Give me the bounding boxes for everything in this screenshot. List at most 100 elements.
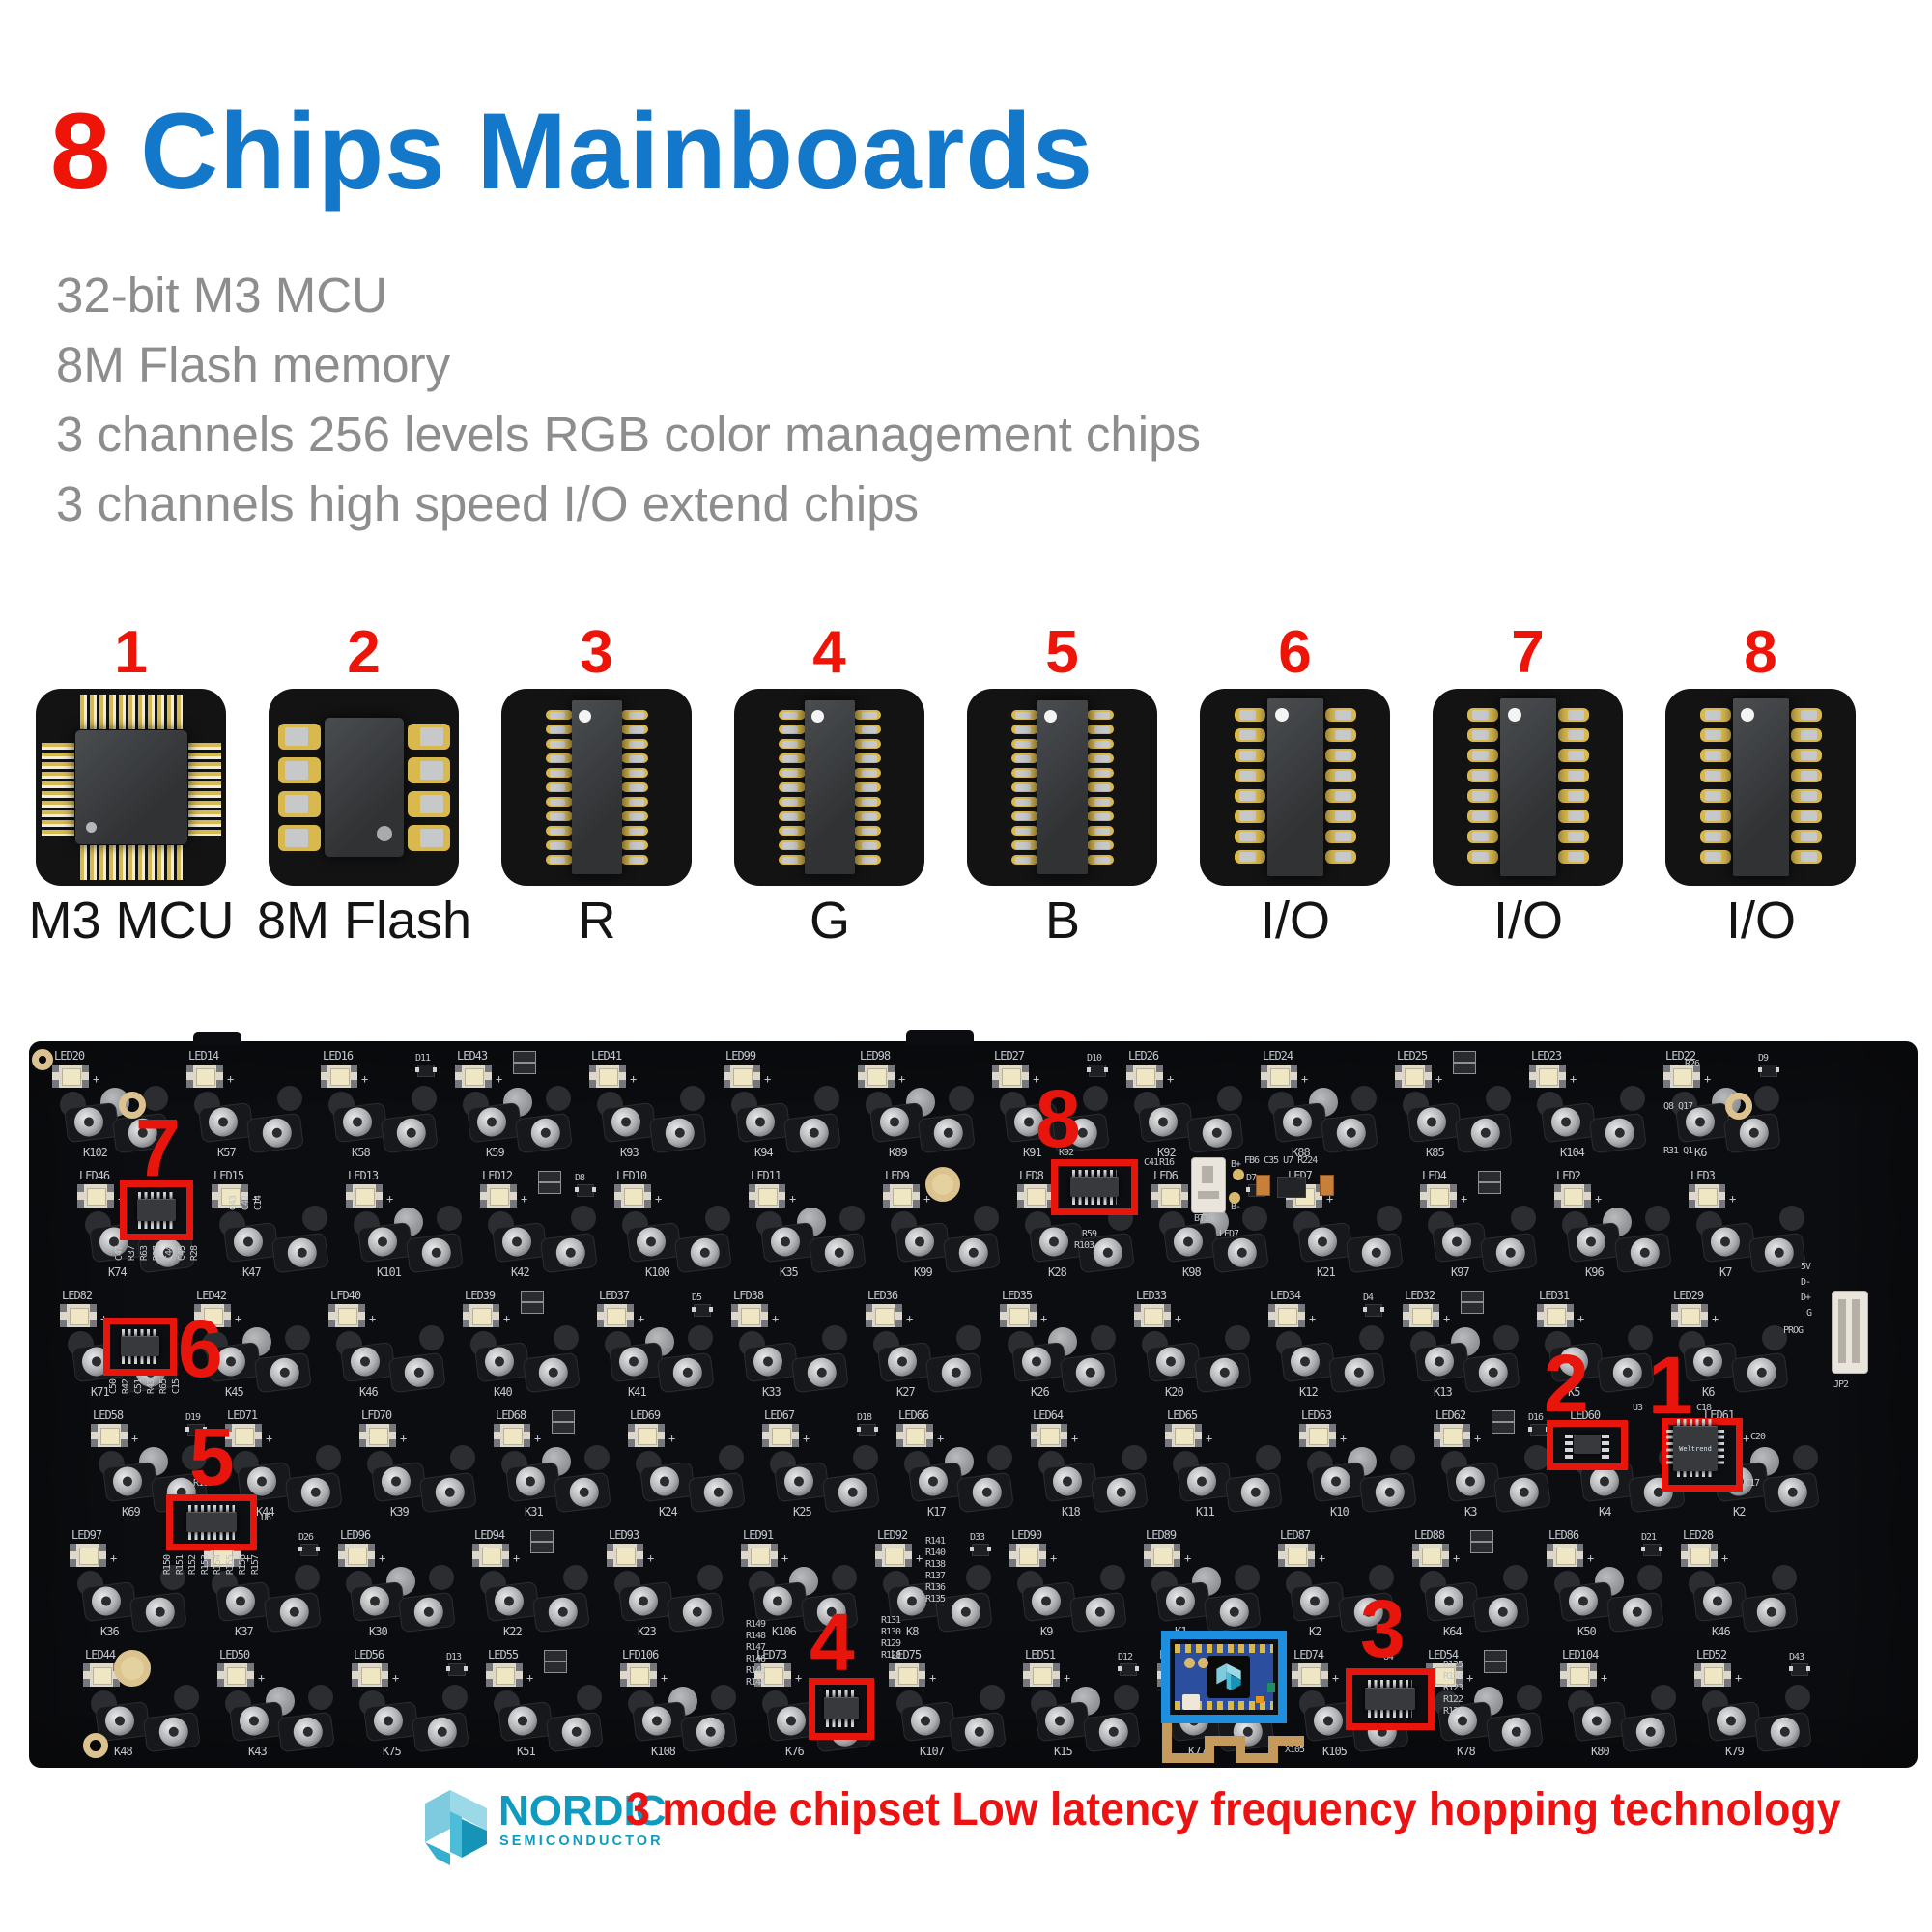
key-silkscreen-label: K28 (1048, 1265, 1067, 1279)
pcb-key-cell: LED89+K1 (1142, 1524, 1276, 1644)
chip-pin (1558, 850, 1589, 864)
led-footprint (225, 1424, 262, 1447)
chip-pin (1558, 708, 1589, 722)
chip-pin (854, 710, 881, 720)
led-silkscreen-label: LED22 (1665, 1049, 1696, 1063)
ref-silkscreen-label: R145 (746, 1665, 766, 1676)
ref-silkscreen-label: R146 (746, 1654, 766, 1664)
plus-mark: + (923, 1192, 930, 1206)
callout-number-5: 5 (189, 1411, 235, 1502)
plus-mark: + (110, 1551, 117, 1565)
led-pad (779, 1200, 785, 1208)
led-footprint (889, 1663, 925, 1687)
key-silkscreen-label: K74 (108, 1265, 128, 1279)
chip-pin (1467, 850, 1498, 864)
pcb-key-cell: LED29+K6 (1669, 1285, 1804, 1405)
smd-resistor (552, 1410, 575, 1422)
led-pad (1039, 1559, 1046, 1567)
screw-hole (1725, 1093, 1752, 1120)
led-footprint (77, 1184, 114, 1208)
ref-silkscreen-label: R125 (1443, 1660, 1463, 1670)
plus-mark: + (392, 1671, 399, 1685)
led-footprint (1299, 1424, 1336, 1447)
mini-pin-row (138, 1191, 175, 1200)
feature-line: 32-bit M3 MCU (56, 268, 387, 323)
chip-die (1037, 700, 1088, 874)
chip-pin (1558, 749, 1589, 762)
led-pad (90, 1304, 97, 1312)
led-pad (1031, 1424, 1037, 1432)
plate-hole (1779, 1206, 1804, 1231)
led-pad (761, 1320, 768, 1327)
led-pad (1395, 1080, 1402, 1088)
led-pad (1278, 1559, 1285, 1567)
led-silkscreen-label: LED42 (196, 1289, 227, 1302)
switch-footprint (1164, 1217, 1268, 1279)
plate-hole (160, 1565, 185, 1590)
ref-silkscreen-label: U4 (1383, 1652, 1394, 1662)
chip-pin (779, 768, 806, 778)
key-silkscreen-label: K17 (927, 1505, 947, 1519)
plate-hole (1628, 1325, 1653, 1350)
led-pad (1433, 1320, 1439, 1327)
led-footprint (1268, 1304, 1305, 1327)
key-silkscreen-label: K106 (772, 1625, 797, 1638)
mini-chip-body (824, 1697, 859, 1719)
led-pad (480, 1200, 487, 1208)
key-silkscreen-label: K69 (122, 1505, 141, 1519)
led-silkscreen-label: LED51 (1025, 1648, 1056, 1662)
ref-silkscreen-label: R151 (175, 1555, 185, 1576)
ref-silkscreen-label: U6 (261, 1513, 271, 1523)
led-silkscreen-label: LED24 (1263, 1049, 1293, 1063)
chip-label: I/O (1260, 892, 1330, 950)
led-pad (1165, 1439, 1172, 1447)
plus-mark: + (1704, 1072, 1711, 1086)
chip-pin (1791, 789, 1822, 803)
ref-silkscreen-label: R65 (158, 1379, 169, 1395)
led-pad (753, 1080, 760, 1088)
led-silkscreen-label: LED98 (860, 1049, 891, 1063)
key-silkscreen-label: K46 (1712, 1625, 1731, 1638)
chip-pin (1700, 789, 1731, 803)
switch-footprint (627, 1217, 731, 1279)
led-pad (858, 1065, 865, 1072)
led-pad (382, 1663, 388, 1671)
key-silkscreen-label: K96 (1585, 1265, 1605, 1279)
callout-box-8 (1051, 1159, 1138, 1215)
led-pad (480, 1184, 487, 1192)
plate-hole (1793, 1445, 1818, 1470)
led-pad (107, 1184, 114, 1192)
tagline: 3 mode chipset Low latency frequency hop… (626, 1784, 1841, 1835)
plus-mark: + (937, 1432, 944, 1445)
ref-silkscreen-label: R27 (152, 1246, 162, 1262)
chip-pin (1087, 753, 1114, 763)
led-pad (328, 1320, 335, 1327)
pcb-key-cell: LED63+K10 (1297, 1405, 1432, 1524)
led-pad (1529, 1065, 1536, 1072)
plate-hole (429, 1565, 454, 1590)
ref-silkscreen-label: C43 (228, 1196, 239, 1211)
ref-silkscreen-label: R141 (925, 1536, 946, 1547)
chip-pin (1791, 769, 1822, 782)
led-footprint (1017, 1184, 1054, 1208)
plus-mark: + (1729, 1192, 1736, 1206)
pcb-key-cell: LED69+K24 (626, 1405, 760, 1524)
led-pad (1181, 1184, 1188, 1192)
plate-hole (285, 1325, 310, 1350)
plate-hole (1620, 1086, 1645, 1111)
chip-pin (1235, 810, 1265, 823)
plus-mark: + (1453, 1551, 1460, 1565)
led-silkscreen-label: LED66 (898, 1408, 929, 1422)
led-pad (644, 1184, 651, 1192)
key-silkscreen-label: K101 (377, 1265, 402, 1279)
chip-pin (1700, 708, 1731, 722)
ref-silkscreen-label: FB6 C35 U7 R224 (1244, 1155, 1318, 1166)
chip-pin (1011, 826, 1038, 836)
led-pad (502, 1544, 509, 1551)
led-pad (1174, 1559, 1180, 1567)
plate-hole (571, 1206, 596, 1231)
mini-pin-row (122, 1328, 158, 1337)
